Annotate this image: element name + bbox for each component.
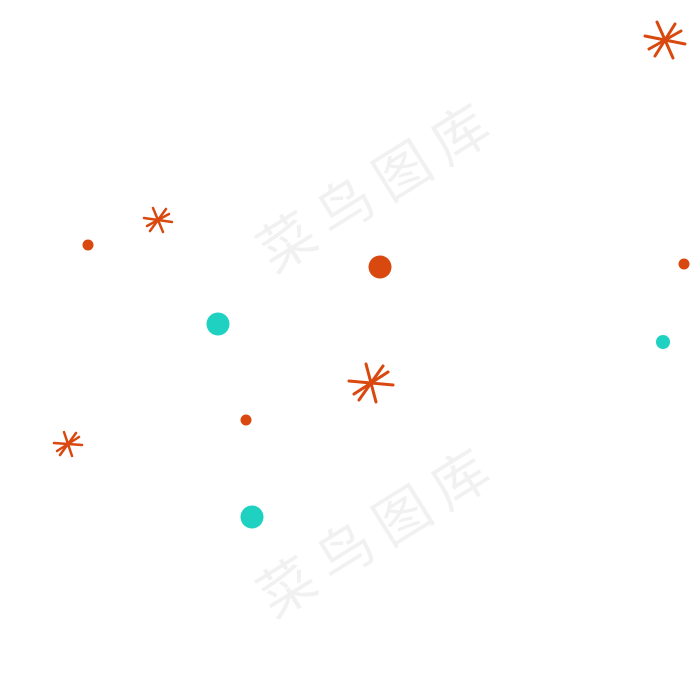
- asterisk-top-right: [643, 20, 687, 60]
- asterisk-upper-left: [142, 206, 174, 234]
- dot-orange-2: [368, 255, 392, 279]
- dot-teal-2: [656, 335, 670, 349]
- dot-teal-1: [206, 312, 230, 336]
- dot-orange-1: [82, 239, 94, 251]
- asterisk-lower-left: [52, 430, 84, 458]
- dot-orange-3: [678, 258, 690, 270]
- dot-orange-4: [240, 414, 252, 426]
- dot-teal-3: [240, 505, 264, 529]
- asterisk-center: [347, 362, 395, 404]
